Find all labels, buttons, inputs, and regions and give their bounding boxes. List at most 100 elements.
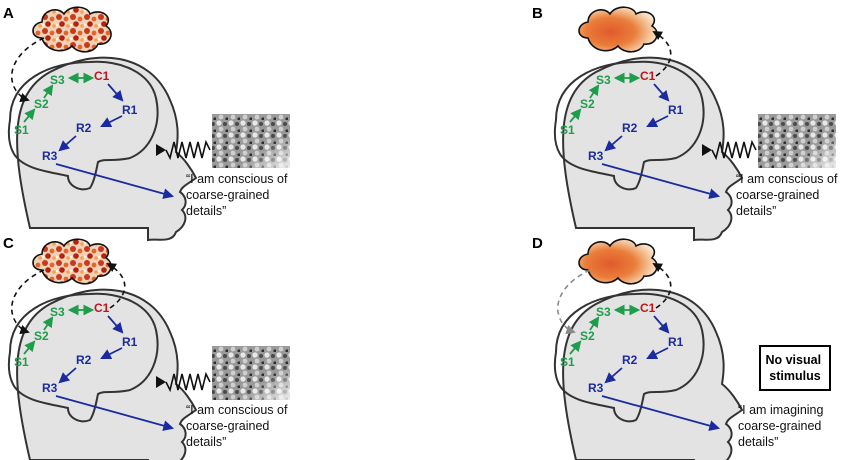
arrow-r1-r2 — [100, 115, 123, 127]
stimulus-arrowhead — [156, 144, 166, 156]
stimulus-image — [758, 114, 836, 168]
node-r3: R3 — [588, 381, 604, 395]
node-s3: S3 — [50, 73, 65, 87]
arrow-r1-r2 — [646, 115, 669, 127]
node-r3: R3 — [588, 149, 604, 163]
panel-d: D S1 S2 S3 C1 R1 R2 R3 No visual stimulu… — [532, 235, 831, 460]
panel-c: C S1 S2 S3 C1 R1 R2 R3 “I am conscious o… — [3, 235, 291, 460]
arrow-s2-s3 — [588, 316, 600, 331]
node-r3: R3 — [42, 149, 58, 163]
arrow-r2-r3 — [58, 135, 77, 152]
arrow-r1-r2 — [646, 347, 669, 359]
arrow-r3-mouth — [55, 163, 175, 199]
node-r2: R2 — [76, 353, 92, 367]
arrow-s1-s2 — [569, 340, 582, 355]
dashed-arrow-cloud-to-s2 — [556, 269, 591, 335]
quote-line-2: coarse-grained — [738, 419, 821, 433]
node-r1: R1 — [668, 335, 684, 349]
no-stimulus-box: No visual stimulus — [759, 345, 831, 391]
quote-line-1: “I am conscious of — [186, 403, 288, 417]
arrow-c1-r1 — [653, 315, 670, 334]
stimulus-arrowhead — [702, 144, 712, 156]
node-s3: S3 — [596, 73, 611, 87]
thought-cloud — [32, 6, 112, 53]
speech-quote: “I am conscious of coarse-grained detail… — [186, 403, 291, 449]
arrow-c1-r1 — [107, 83, 124, 102]
dashed-arrow-cloud-to-s2 — [10, 269, 45, 335]
node-c1: C1 — [640, 69, 656, 83]
stimulus-spring — [711, 139, 757, 161]
stimulus-arrowhead — [156, 376, 166, 388]
dashed-arrow-c1-to-cloud — [652, 31, 672, 77]
quote-line-1: “I am imagining — [738, 403, 823, 417]
quote-line-3: details” — [186, 435, 226, 449]
node-s2: S2 — [34, 97, 49, 111]
arrow-c1-r1 — [107, 315, 124, 334]
arrow-r3-mouth — [601, 395, 721, 431]
node-r3: R3 — [42, 381, 58, 395]
panel-label: D — [532, 235, 543, 252]
arrow-r1-r2 — [100, 347, 123, 359]
node-r1: R1 — [122, 335, 138, 349]
node-s2: S2 — [34, 329, 49, 343]
quote-line-2: coarse-grained — [186, 419, 269, 433]
node-r2: R2 — [622, 121, 638, 135]
arrow-s2-s3 — [42, 84, 54, 99]
stimulus-spring — [165, 139, 211, 161]
quote-line-2: coarse-grained — [736, 188, 819, 202]
node-s1: S1 — [560, 123, 575, 137]
arrow-s1-s2 — [23, 340, 36, 355]
quote-line-3: details” — [186, 204, 226, 218]
node-s1: S1 — [14, 355, 29, 369]
speech-quote: “I am conscious of coarse-grained detail… — [736, 172, 841, 218]
panel-a: A S1 S2 S3 C1 R1 R2 R3 — [3, 5, 291, 242]
dashed-arrow-c1-to-cloud — [652, 263, 672, 309]
node-r2: R2 — [76, 121, 92, 135]
dashed-arrow-c1-to-cloud — [106, 263, 126, 309]
node-c1: C1 — [640, 301, 656, 315]
panel-label: C — [3, 235, 14, 252]
panel-b: B S1 S2 S3 C1 R1 R2 R3 “I am conscious o… — [532, 5, 841, 242]
arrow-s2-s3 — [42, 316, 54, 331]
arrow-r2-r3 — [58, 367, 77, 384]
quote-line-2: coarse-grained — [186, 188, 269, 202]
thought-cloud — [578, 6, 658, 53]
node-s3: S3 — [50, 305, 65, 319]
node-s2: S2 — [580, 329, 595, 343]
node-s2: S2 — [580, 97, 595, 111]
arrow-s2-s3 — [588, 84, 600, 99]
box-line-2: stimulus — [769, 369, 820, 383]
head-silhouette — [16, 288, 198, 460]
arrow-s1-s2 — [23, 108, 36, 123]
quote-line-3: details” — [736, 204, 776, 218]
node-s3: S3 — [596, 305, 611, 319]
node-r1: R1 — [668, 103, 684, 117]
node-s1: S1 — [560, 355, 575, 369]
box-line-1: No visual — [765, 353, 821, 367]
stimulus-spring — [165, 371, 211, 393]
speech-quote: “I am imagining coarse-grained details” — [738, 403, 827, 449]
arrow-r3-mouth — [601, 163, 721, 199]
node-r2: R2 — [622, 353, 638, 367]
node-c1: C1 — [94, 301, 110, 315]
thought-cloud — [32, 238, 112, 285]
stimulus-image — [212, 114, 290, 168]
speech-quote: “I am conscious of coarse-grained detail… — [186, 172, 291, 218]
arrow-r3-mouth — [55, 395, 175, 431]
quote-line-1: “I am conscious of — [186, 172, 288, 186]
node-s1: S1 — [14, 123, 29, 137]
arrow-c1-r1 — [653, 83, 670, 102]
thought-cloud — [578, 238, 658, 285]
panel-label: B — [532, 5, 543, 22]
brain-outline — [7, 60, 159, 191]
panel-label: A — [3, 5, 14, 22]
no-stimulus-text: No visual stimulus — [765, 353, 824, 383]
brain-outline — [7, 292, 159, 423]
arrow-r2-r3 — [604, 135, 623, 152]
head-silhouette — [562, 56, 744, 242]
quote-line-1: “I am conscious of — [736, 172, 838, 186]
quote-line-3: details” — [738, 435, 778, 449]
arrow-r2-r3 — [604, 367, 623, 384]
head-silhouette — [16, 56, 198, 242]
